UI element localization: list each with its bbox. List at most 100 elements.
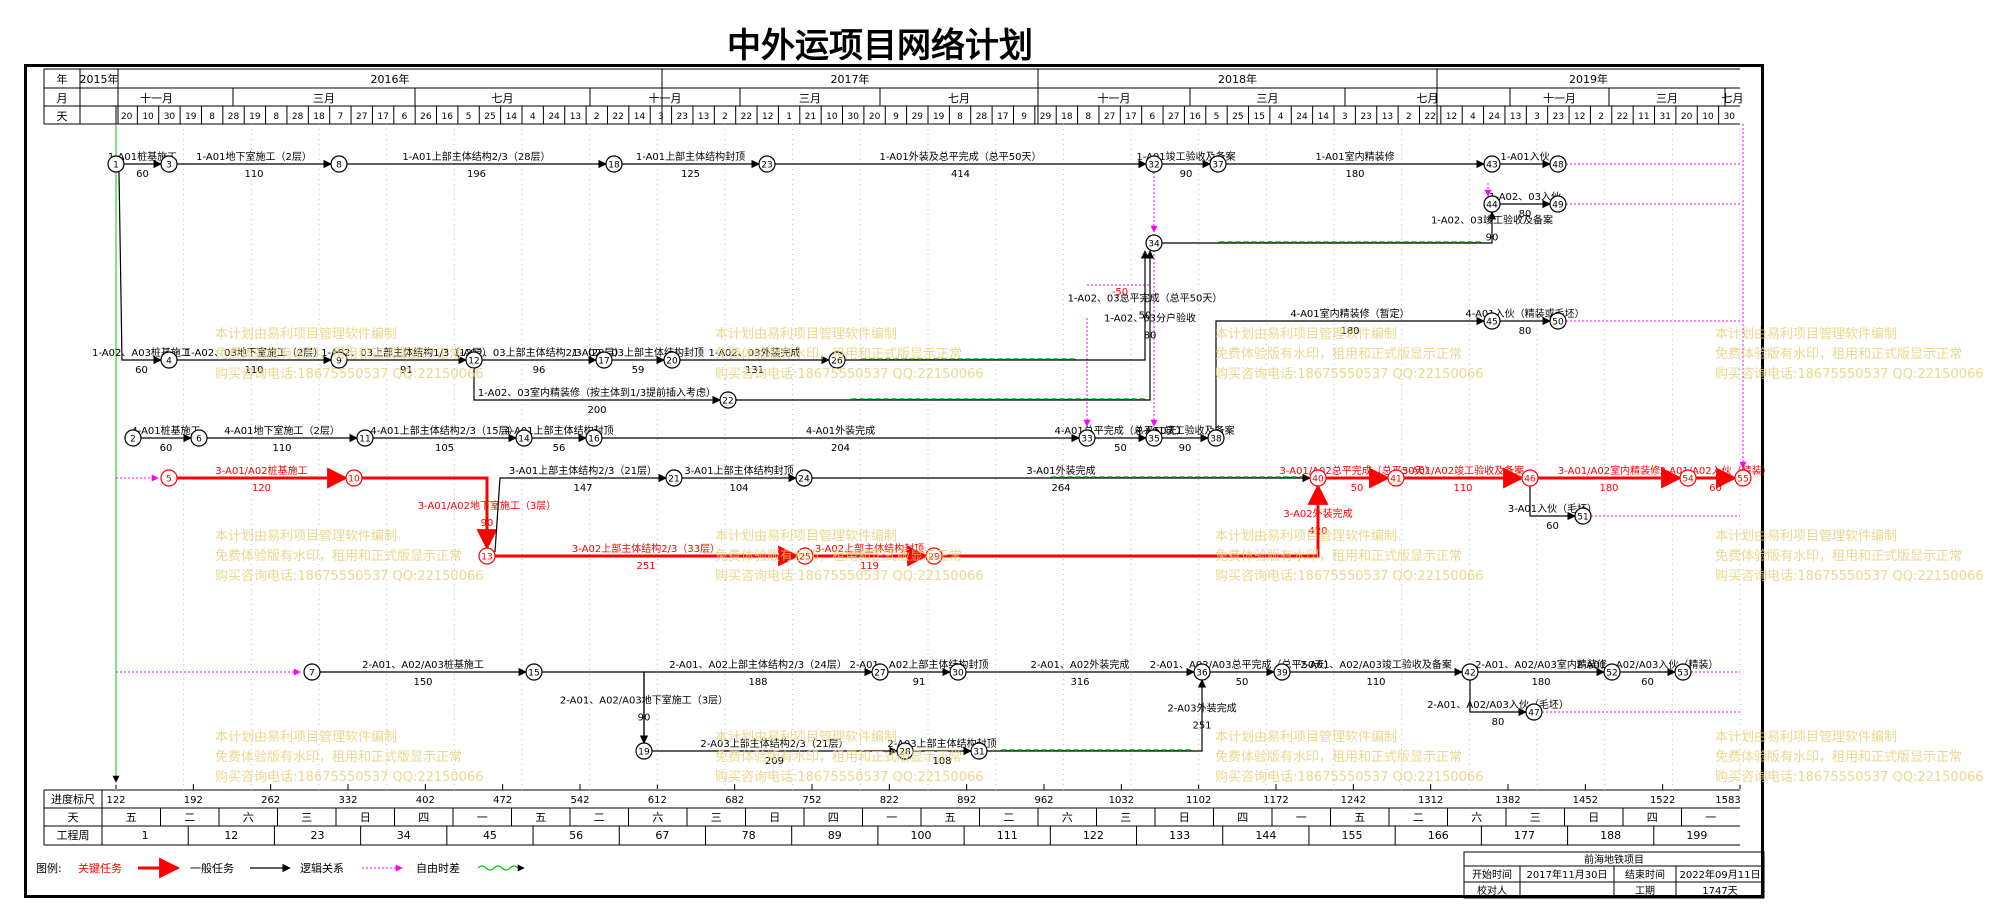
network-node [1521,469,1539,487]
day-label: 3 [1342,112,1348,122]
task-label: 3-A01上部主体结构2/3（21层） [509,464,657,477]
task-duration: 209 [765,756,784,767]
day-label: 2 [1598,112,1604,122]
header-year-label: 年 [57,72,68,86]
watermark-line: 本计划由易利项目管理软件编制 [1215,529,1398,544]
weekday-cell: 二 [594,811,605,824]
network-node [1549,312,1567,330]
network-node [949,663,967,681]
network-node [925,547,943,565]
week-cell: 188 [1600,829,1621,842]
node-number: 55 [1737,475,1748,485]
network-node [124,429,142,447]
task-arrow [1469,680,1527,717]
node-number: 35 [1148,435,1159,445]
network-node [303,663,321,681]
day-label: 13 [698,112,709,122]
task-label: 1-A01桩基施工 [108,150,177,163]
node-number: 31 [973,748,984,758]
day-label: 9 [893,112,899,122]
node-number: 44 [1486,201,1498,211]
task-label: 2-A01、A02/A03竣工验收及备案 [1300,658,1452,671]
weekday-cell: 日 [1179,811,1190,824]
watermark-line: 购买咨询电话:18675550537 QQ:22150066 [1715,367,1984,382]
progress-label: 进度标尺 [51,792,95,806]
task-duration: 60 [1641,677,1654,688]
progress-tick-label: 822 [880,795,899,806]
weekday-cell: 日 [1588,811,1599,824]
task-duration: 150 [413,677,432,688]
task-label: 3-A01/A02地下室施工（3层） [418,499,557,512]
node-number: 27 [874,669,885,679]
task-label: 2-A01、A02/A03入伙（精装） [1577,658,1719,671]
week-cell: 199 [1686,829,1707,842]
task-duration: 90 [1180,169,1193,180]
day-label: 12 [1574,112,1585,122]
day-label: 16 [1189,112,1201,122]
watermark-block: 本计划由易利项目管理软件编制免费体验版有水印，租用和正式版显示正常购买咨询电话:… [1715,728,1984,788]
watermark-line: 购买咨询电话:18675550537 QQ:22150066 [1215,770,1484,785]
day-label: 2 [722,112,728,122]
network-node [595,351,613,369]
node-number: 14 [518,435,530,445]
progress-tick-label: 612 [648,795,667,806]
week-cell: 56 [569,829,583,842]
network-node [719,391,737,409]
task-duration: 60 [135,365,148,376]
task-label: 3-A01外装完成 [1026,464,1095,477]
month-label: 七月 [1722,92,1744,105]
watermark-line: 购买咨询电话:18675550537 QQ:22150066 [715,367,984,382]
node-number: 13 [481,553,492,563]
day-label: 20 [121,112,133,122]
progress-tick-label: 1522 [1650,795,1675,806]
network-node [605,155,623,173]
info-duration-value: 1747天 [1702,886,1737,897]
day-label: 5 [1214,112,1220,122]
watermark-block: 本计划由易利项目管理软件编制免费体验版有水印，租用和正式版显示正常购买咨询电话:… [715,728,984,788]
node-number: 6 [196,435,202,445]
task-label: 4-A01地下室施工（2层） [224,424,340,437]
task-label: 1-A01上部主体结构2/3（28层） [402,150,550,163]
info-start-label: 开始时间 [1472,868,1512,881]
task-duration: 108 [932,756,951,767]
network-node [1145,429,1163,447]
task-label: 1-A02、03室内精装修（按主体到1/3提前插入考虑） [478,386,716,399]
network-node [1145,234,1163,252]
progress-tick-label: 262 [261,795,280,806]
progress-tick-label: 472 [493,795,512,806]
free-float-wave [859,358,1077,361]
watermark-block: 本计划由易利项目管理软件编制免费体验版有水印，租用和正式版显示正常购买咨询电话:… [1715,325,1984,385]
task-label: 1-A02、03地下室施工（2层） [185,346,323,359]
day-label: 17 [377,112,388,122]
week-label: 工程周 [57,829,90,842]
progress-tick-label: 122 [106,795,125,806]
day-label: 13 [1382,112,1393,122]
node-number: 5 [166,475,172,485]
task-label: 3-A01/A02桩基施工 [215,464,307,477]
month-label: 三月 [313,92,335,105]
node-number: 3 [166,161,172,171]
week-cell: 177 [1514,829,1535,842]
month-label: 三月 [1656,92,1678,105]
progress-tick-label: 1032 [1109,795,1134,806]
day-label: 2 [594,112,600,122]
legend-logic-label: 逻辑关系 [300,861,344,875]
weekday-cell: 六 [652,811,663,824]
watermark-line: 本计划由易利项目管理软件编制 [215,327,398,342]
node-number: 4 [166,357,172,367]
node-number: 20 [666,357,678,367]
day-label: 25 [484,112,495,122]
network-node [970,742,988,760]
day-label: 8 [957,112,963,122]
day-label: 18 [1061,112,1073,122]
progress-tick-label: 752 [802,795,821,806]
task-duration: 251 [636,561,655,572]
node-number: 34 [1148,240,1160,250]
progress-tick-label: 1382 [1495,795,1520,806]
day-label: 18 [313,112,325,122]
day-label: 27 [1104,112,1115,122]
network-node [190,429,208,447]
day-label: 15 [1253,112,1264,122]
day-label: 13 [570,112,581,122]
